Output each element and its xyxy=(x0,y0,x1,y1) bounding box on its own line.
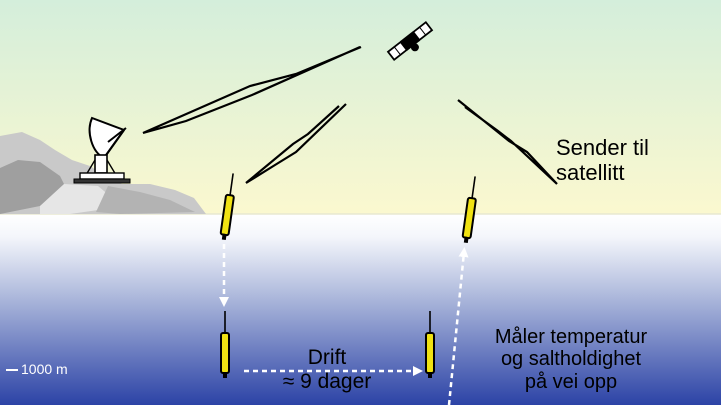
argo-float-icon xyxy=(461,176,477,244)
measurement-label: Måler temperatur og saltholdighet på vei… xyxy=(470,326,672,393)
argo-float-icon xyxy=(219,173,235,241)
depth-marker: 1000 m xyxy=(6,361,68,378)
sender-to-satellite-label: Sender til satellitt xyxy=(556,135,649,185)
satellite-icon xyxy=(386,21,434,61)
signal-zigzag-icon xyxy=(142,45,558,185)
ocean-background xyxy=(0,214,721,405)
ground-station-dish-icon xyxy=(73,116,131,184)
sender-label-line-2: satellitt xyxy=(556,159,625,185)
measure-label-line-1: Måler temperatur xyxy=(494,326,648,348)
sender-label-line-1: Sender til xyxy=(556,135,649,160)
signal-satellite-to-station xyxy=(142,45,362,135)
signal-float-to-satellite-right xyxy=(457,99,558,185)
measure-label-line-2: og saltholdighet xyxy=(500,348,642,371)
coastline xyxy=(0,132,206,214)
measure-label-line-3: på vei opp xyxy=(524,370,618,393)
depth-label-text: 1000 m xyxy=(21,361,68,377)
depth-tick xyxy=(6,369,18,372)
float-path-arrows xyxy=(219,244,469,405)
drift-label-line-2: ≈ 9 dager xyxy=(282,369,372,393)
argo-float-icon xyxy=(425,311,435,378)
signal-float-to-satellite xyxy=(245,103,347,184)
ascent-arrow xyxy=(447,247,469,405)
argo-float-icon xyxy=(220,311,230,378)
drift-label: Drift ≈ 9 dager xyxy=(264,346,390,393)
drift-label-line-1: Drift xyxy=(307,346,347,369)
